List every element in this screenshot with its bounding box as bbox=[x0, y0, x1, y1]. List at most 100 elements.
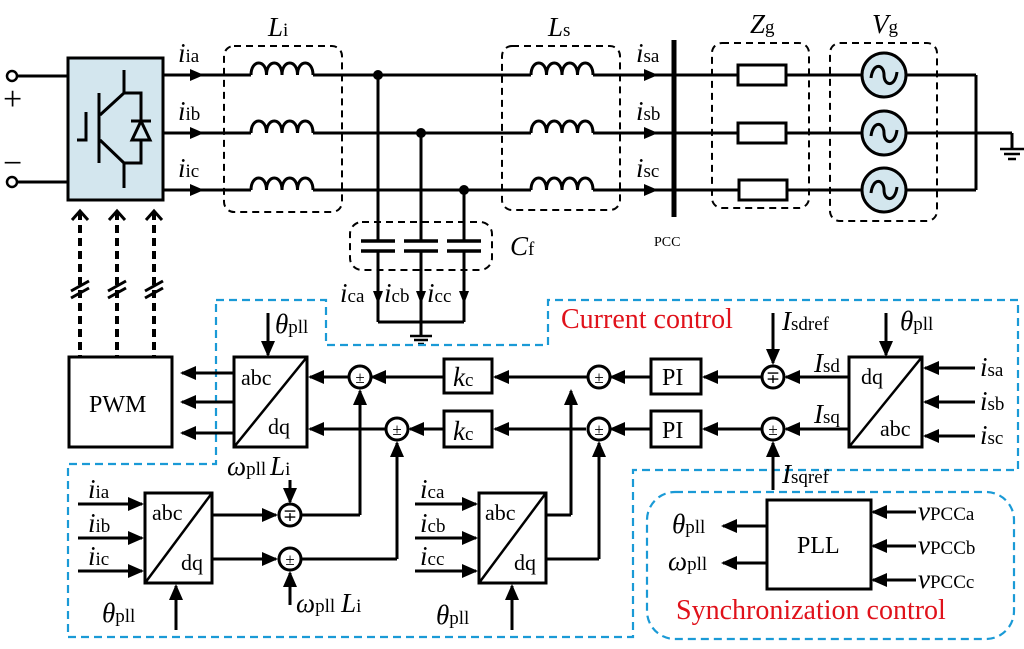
svg-text:dq: dq bbox=[268, 414, 290, 439]
grid-impedance-group: Zg bbox=[711, 9, 810, 209]
kc-block-d bbox=[442, 357, 494, 395]
label-iic: iic bbox=[178, 153, 199, 183]
label-isb: isb bbox=[636, 96, 660, 126]
label-icc: icc bbox=[427, 278, 451, 308]
label-theta-pll-3: θpll bbox=[102, 598, 135, 628]
label-vpccb: vPCCb bbox=[918, 530, 975, 560]
sum-junction-omega-d-sign: ∓ bbox=[283, 506, 297, 525]
label-ica: ica bbox=[340, 278, 365, 308]
igbt-diode-icon bbox=[77, 70, 153, 188]
inductor-icon bbox=[529, 176, 595, 191]
label-isc-in: isc bbox=[980, 420, 1003, 450]
ac-source-icon bbox=[860, 166, 908, 214]
label-cf: Cf bbox=[510, 231, 535, 261]
inverter-block bbox=[66, 56, 165, 202]
dc-minus-label: − bbox=[3, 145, 22, 182]
sync-control-title: Synchronization control bbox=[676, 595, 946, 626]
inductor-icon bbox=[249, 119, 315, 134]
pll-label: PLL bbox=[797, 533, 840, 559]
inductor-coils bbox=[249, 61, 595, 193]
label-isc: isc bbox=[636, 153, 659, 183]
inductor-icon bbox=[249, 61, 315, 76]
inductor-icon bbox=[529, 61, 595, 76]
label-vpcca: vPCCa bbox=[918, 496, 975, 526]
sync-control-boundary bbox=[645, 490, 1016, 641]
label-li: Li bbox=[267, 12, 288, 42]
sum-junction-q-decouple-sign: ± bbox=[392, 420, 401, 439]
label-iia-in: iia bbox=[88, 474, 110, 504]
svg-text:dq: dq bbox=[861, 364, 883, 389]
dq-to-abc-transform: abc dq bbox=[232, 355, 309, 449]
svg-text:dq: dq bbox=[181, 550, 203, 575]
grid-current-arrows bbox=[644, 69, 658, 196]
svg-text:abc: abc bbox=[241, 365, 272, 390]
label-isqref: Isqref bbox=[781, 459, 830, 489]
label-vpccc: vPCCc bbox=[918, 564, 974, 594]
pwm-block bbox=[67, 355, 174, 449]
label-pcc: PCC bbox=[654, 235, 680, 250]
ac-source-icon bbox=[860, 109, 908, 157]
label-iia: iia bbox=[178, 38, 200, 68]
ac-source-icon bbox=[860, 51, 908, 99]
label-ls: Ls bbox=[547, 12, 570, 42]
sum-junction-d-damping-sign: ± bbox=[594, 368, 603, 387]
dc-plus-terminal bbox=[5, 69, 19, 83]
svg-text:dq: dq bbox=[514, 550, 536, 575]
dc-plus-label: + bbox=[3, 81, 22, 118]
pwm-label: PWM bbox=[89, 392, 146, 418]
pi-block-d bbox=[649, 357, 703, 396]
grid-current-labels: isa isb isc bbox=[636, 38, 660, 183]
label-omega-pll-out: ωpll bbox=[668, 546, 707, 576]
pi-label-q: PI bbox=[662, 418, 683, 444]
svg-text:abc: abc bbox=[880, 416, 911, 441]
label-isa-in: isa bbox=[980, 352, 1004, 382]
inductor-ls-group: Ls bbox=[501, 12, 621, 211]
gate-signal-lines bbox=[70, 208, 164, 356]
label-isdref: Isdref bbox=[781, 306, 830, 336]
ground-icon bbox=[410, 334, 432, 346]
label-icc-in: icc bbox=[420, 541, 444, 571]
pi-label-d: PI bbox=[662, 365, 683, 391]
inverter-current-labels: iia iib iic bbox=[178, 38, 200, 183]
pi-block-q bbox=[649, 409, 703, 449]
label-icb: icb bbox=[384, 278, 409, 308]
label-vg: Vg bbox=[872, 9, 899, 39]
capacitor-branch: Cf ica icb icc bbox=[340, 70, 535, 346]
ground-icon bbox=[1000, 147, 1024, 161]
inverter-current-arrows bbox=[190, 69, 204, 196]
sum-junction-q-error-sign: ± bbox=[768, 420, 777, 439]
dc-source-terminals: + − bbox=[3, 69, 68, 189]
label-isq: Isq bbox=[813, 399, 840, 429]
label-iib-in: iib bbox=[88, 508, 110, 538]
svg-text:abc: abc bbox=[152, 500, 183, 525]
pll-block bbox=[765, 498, 873, 591]
inductor-icon bbox=[529, 119, 595, 134]
sum-junction-omega-q-sign: ± bbox=[285, 550, 294, 569]
sum-junction-d-error-sign: ∓ bbox=[766, 368, 780, 387]
svg-text:kc: kc bbox=[453, 416, 473, 446]
label-icb-in: icb bbox=[420, 508, 445, 538]
label-isd: Isd bbox=[813, 348, 840, 378]
grid-source-group: Vg bbox=[829, 9, 1024, 222]
current-control-boundary bbox=[66, 298, 1020, 639]
abc-to-dq-transform-grid: dq abc bbox=[847, 355, 924, 449]
label-ica-in: ica bbox=[420, 474, 445, 504]
inductor-icon bbox=[249, 176, 315, 191]
inductor-li-group: Li bbox=[223, 12, 343, 213]
label-isa: isa bbox=[636, 38, 660, 68]
sum-junction-q-damping-sign: ± bbox=[594, 420, 603, 439]
label-zg: Zg bbox=[750, 9, 775, 39]
label-iib: iib bbox=[178, 96, 200, 126]
label-theta-pll-1: θpll bbox=[275, 309, 308, 339]
label-theta-pll-2: θpll bbox=[900, 306, 933, 336]
svg-text:kc: kc bbox=[453, 362, 473, 392]
sum-junction-d-decouple-sign: ± bbox=[355, 368, 364, 387]
summing-junctions: ± ± ± ± ∓ ± ∓ ± bbox=[277, 364, 786, 572]
label-isb-in: isb bbox=[980, 386, 1004, 416]
label-iic-in: iic bbox=[88, 541, 109, 571]
abc-to-dq-transform-inverter: abc dq bbox=[143, 491, 214, 585]
